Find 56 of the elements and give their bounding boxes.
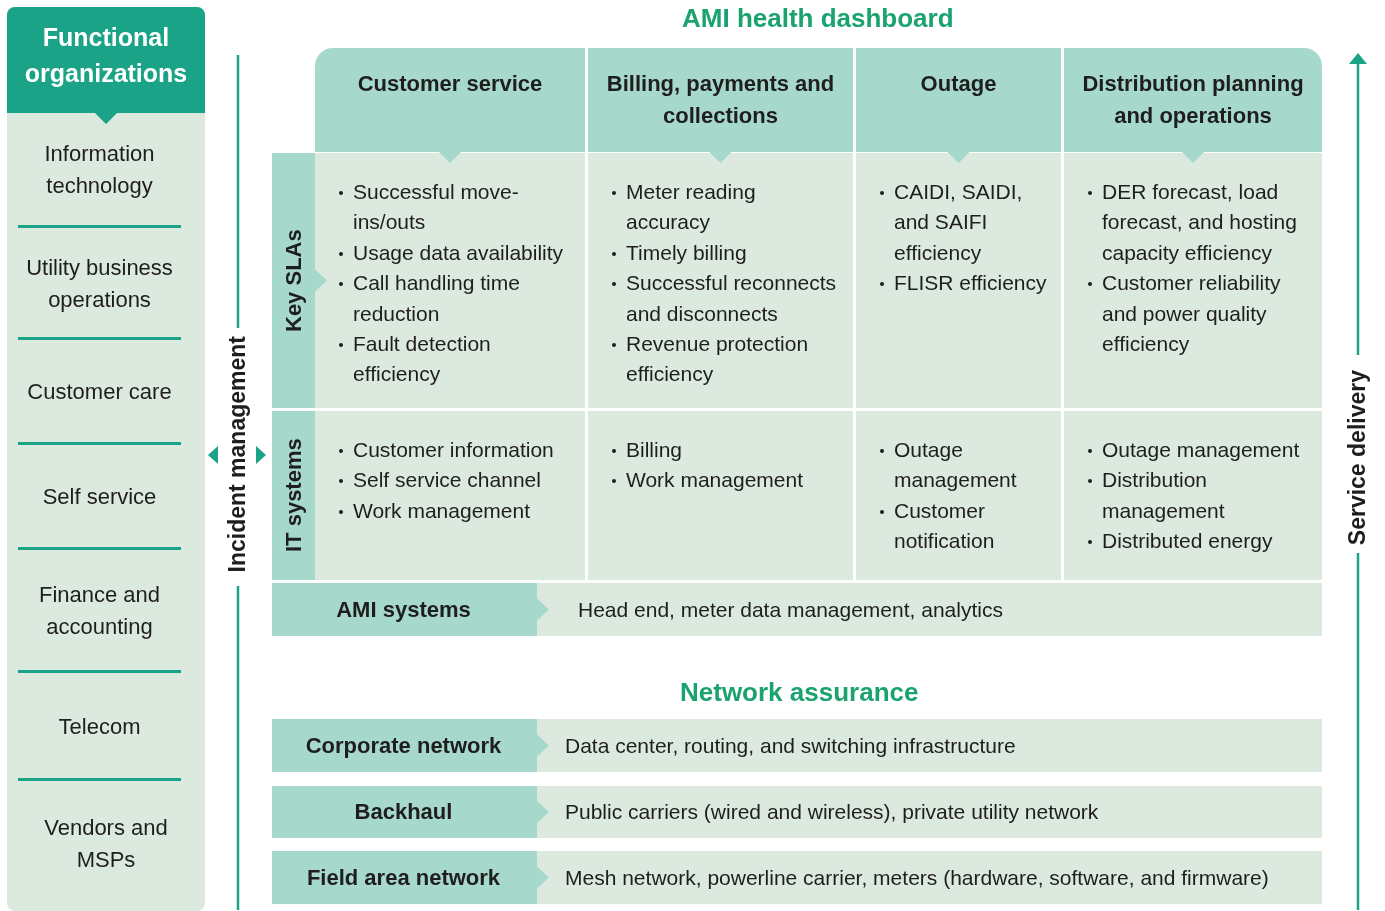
bullet-item: Call handling time reduction: [337, 268, 577, 330]
section-title: Network assurance: [680, 677, 919, 708]
organization-label: Vendors and MSPs: [43, 814, 169, 874]
bullet-item: Timely billing: [610, 237, 845, 269]
bullet-item: Distributed energy: [1086, 526, 1314, 557]
panel-title: Functional organizations: [7, 7, 205, 124]
organization-label: Self service: [42, 483, 157, 511]
bullet-item: DER forecast, load forecast, and hosting capacity efficiency: [1086, 177, 1314, 269]
organization-label: Telecom: [58, 712, 141, 741]
organization-label: Finance and accounting: [37, 581, 162, 641]
bullet-item: Self service channel: [337, 465, 577, 496]
band-description: Data center, routing, and switching infrastructure: [537, 719, 1322, 772]
table-cell: [315, 411, 585, 580]
band-description: Head end, meter data management, analytics: [537, 583, 1322, 636]
bullet-item: Customer notification: [878, 495, 1053, 557]
bullet-item: Fault detection efficiency: [337, 329, 577, 390]
bullet-item: Distribution management: [1086, 465, 1314, 527]
bullet-item: Work management: [610, 465, 845, 496]
bullet-item: Revenue protection efficiency: [610, 329, 845, 390]
column-header: Customer service: [315, 48, 585, 163]
table-cell: [856, 153, 1061, 408]
bullet-item: Outage management: [878, 435, 1053, 496]
table-cell: [1064, 411, 1322, 580]
band-description: Public carriers (wired and wireless), private utility network: [537, 786, 1322, 838]
bullet-item: Billing: [610, 435, 845, 466]
column-header: Outage: [856, 48, 1061, 163]
band-header: Corporate network: [272, 719, 549, 772]
organization-label: Utility business operations: [25, 253, 174, 314]
organization-label: Customer care: [27, 378, 172, 406]
band-header: AMI systems: [272, 583, 549, 636]
bullet-item: Meter reading accuracy: [610, 177, 845, 238]
table-cell: [1064, 153, 1322, 408]
column-header: Distribution planning and operations: [1064, 48, 1322, 163]
organization-label: Information technology: [43, 140, 156, 200]
axis-label: Incident management: [224, 336, 251, 573]
axis-label: Service delivery: [1344, 370, 1371, 546]
table-cell: [588, 411, 853, 580]
bullet-item: FLISR efficiency: [878, 268, 1053, 299]
band-header: Field area network: [272, 851, 549, 904]
table-cell: [315, 153, 585, 408]
bullet-item: Customer reliability and power quality efficiency: [1086, 268, 1314, 360]
table-cell: [588, 153, 853, 408]
bullet-item: Successful move-ins/outs: [337, 177, 577, 238]
bullet-item: Usage data availability: [337, 237, 577, 269]
row-header: IT systems: [272, 411, 315, 580]
table-cell: [856, 411, 1061, 580]
panel-background: [7, 7, 205, 911]
bullet-item: Customer information: [337, 435, 577, 466]
band-header: Backhaul: [272, 786, 549, 838]
bullet-item: Work management: [337, 495, 577, 527]
bullet-item: Successful reconnects and disconnects: [610, 268, 845, 330]
bullet-item: Outage management: [1086, 435, 1314, 466]
band-description: Mesh network, powerline carrier, meters (hardware, software, and firmware): [537, 851, 1322, 904]
section-title: AMI health dashboard: [682, 3, 954, 34]
bullet-item: CAIDI, SAIDI, and SAIFI efficiency: [878, 177, 1053, 269]
column-header: Billing, payments and collections: [588, 48, 853, 163]
